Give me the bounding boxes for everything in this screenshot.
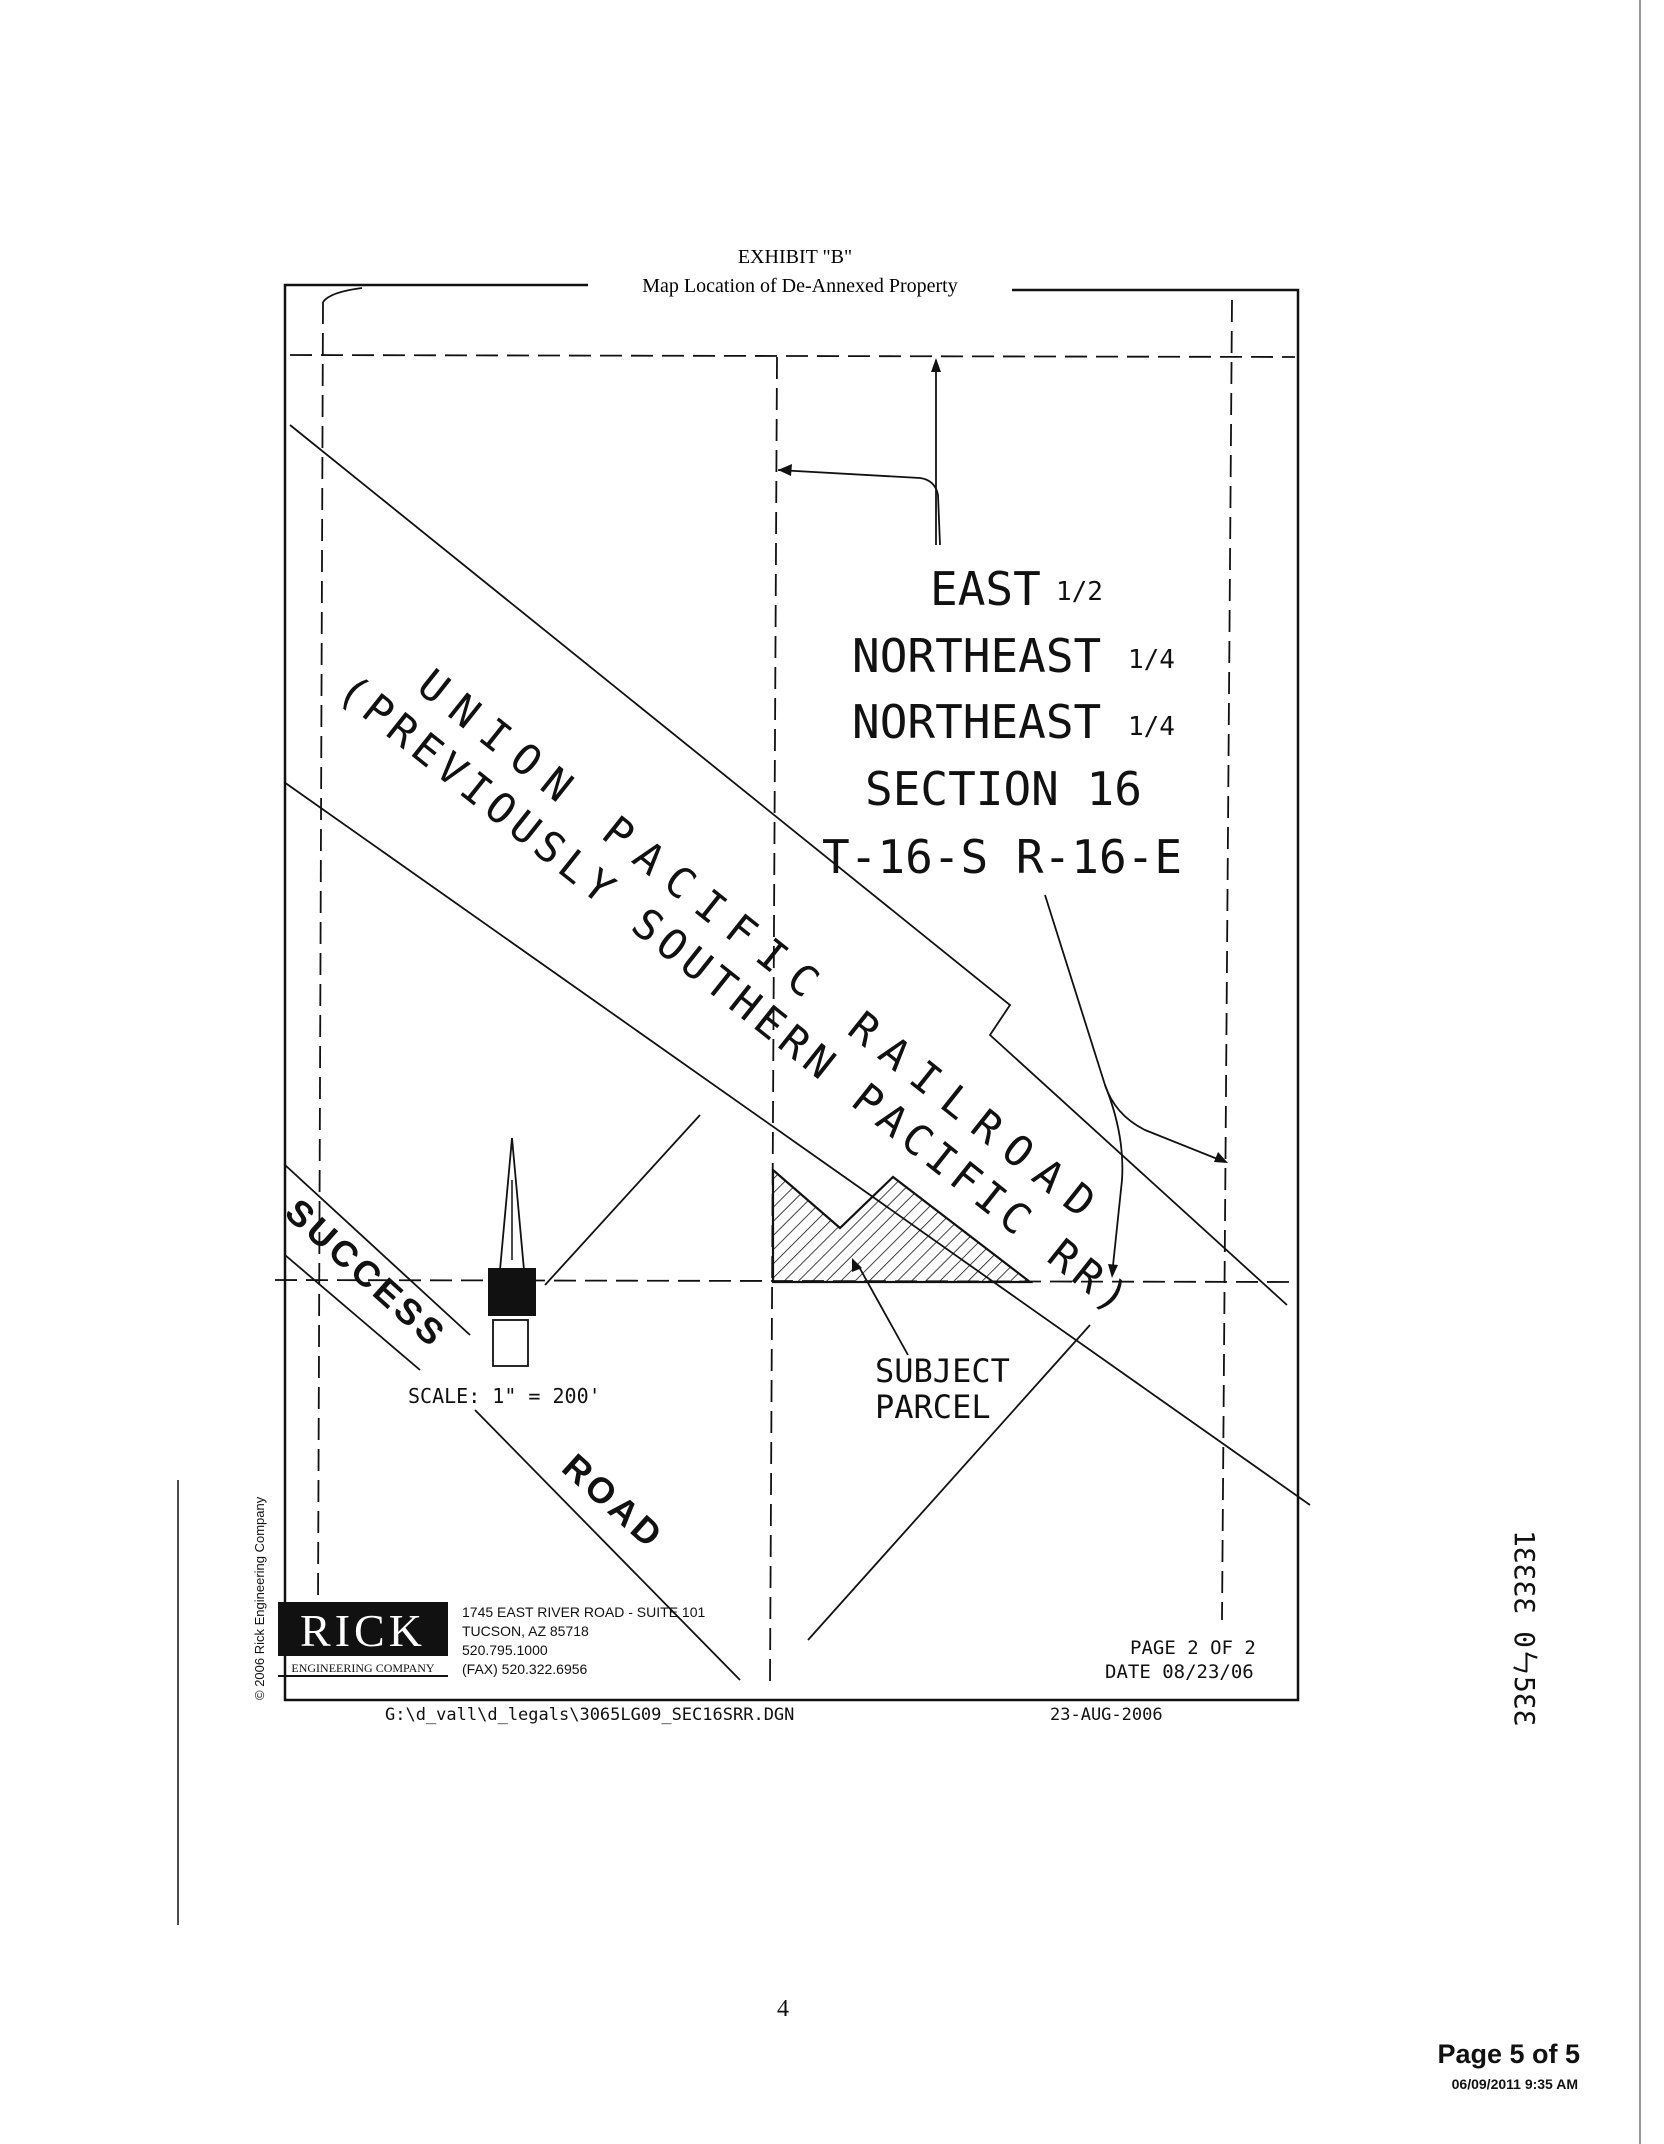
road-label-road: ROAD — [555, 1445, 673, 1557]
section-fraction-1: 1/2 — [1056, 577, 1103, 607]
file-path: G:\d_vall\d_legals\3065LG09_SEC16SRR.DGN — [385, 1705, 794, 1725]
map-border — [283, 283, 1300, 1702]
exhibit-subtitle: Map Location of De-Annexed Property — [642, 275, 957, 297]
parcel-leader-lines — [544, 1114, 1091, 1641]
leader-arrows — [777, 360, 1226, 1356]
section-fraction-3: 1/4 — [1128, 712, 1175, 742]
logo-subtext: ENGINEERING COMPANY — [291, 1661, 435, 1675]
address-line-1: 1745 EAST RIVER ROAD - SUITE 101 — [462, 1604, 705, 1620]
railroad-right-of-way — [283, 424, 1311, 1506]
fax-timestamp: 06/09/2011 9:35 AM — [1452, 2076, 1578, 2092]
copyright-note: © 2006 Rick Engineering Company — [252, 1496, 267, 1700]
sheet-date: DATE 08/23/06 — [1105, 1661, 1254, 1683]
sheet-page-number: PAGE 2 OF 2 — [1130, 1637, 1256, 1659]
rick-logo: RICK ENGINEERING COMPANY — [278, 1602, 448, 1677]
subject-parcel-label-1: SUBJECT — [875, 1352, 1010, 1390]
page-number: 4 — [777, 1996, 789, 2022]
exhibit-title: EXHIBIT "B" — [738, 246, 852, 268]
north-arrow-icon — [488, 1137, 536, 1367]
side-stamp: 1ƐƐƐƐ 0ㄣ5ƐƐ — [1508, 1530, 1541, 1727]
section-label: EAST 1/2 NORTHEAST 1/4 NORTHEAST 1/4 SEC… — [822, 562, 1182, 884]
arrowheads — [778, 358, 1228, 1278]
success-road-lines — [284, 1164, 741, 1681]
plot-date: 23-AUG-2006 — [1050, 1705, 1163, 1725]
subject-parcel-label-2: PARCEL — [875, 1388, 991, 1426]
scale-label: SCALE: 1" = 200' — [408, 1384, 601, 1408]
boundary-corner-mark — [322, 287, 363, 303]
section-label-line-2: NORTHEAST — [852, 629, 1101, 683]
section-label-line-1: EAST — [930, 562, 1041, 616]
subject-parcel-hatched — [771, 1167, 1034, 1284]
logo-text: RICK — [300, 1605, 426, 1656]
address-line-2: TUCSON, AZ 85718 — [462, 1623, 589, 1639]
road-label-success: SUCCESS — [278, 1190, 456, 1356]
section-label-line-5: T-16-S R-16-E — [822, 830, 1182, 884]
address-line-4: (FAX) 520.322.6956 — [462, 1661, 588, 1677]
address-line-3: 520.795.1000 — [462, 1642, 548, 1658]
fax-page-indicator: Page 5 of 5 — [1437, 2039, 1580, 2069]
section-fraction-2: 1/4 — [1128, 645, 1175, 675]
section-label-line-4: SECTION 16 — [865, 762, 1142, 816]
section-label-line-3: NORTHEAST — [852, 695, 1101, 749]
company-address: 1745 EAST RIVER ROAD - SUITE 101 TUCSON,… — [462, 1604, 705, 1677]
